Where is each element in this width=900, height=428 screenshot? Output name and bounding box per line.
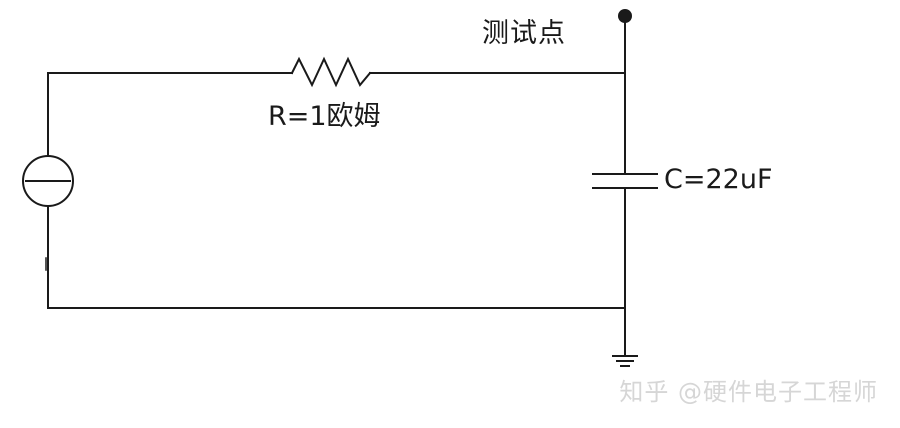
test-point-node	[618, 9, 632, 23]
resistor-label: R=1欧姆	[268, 101, 381, 132]
capacitor-label: C=22uF	[664, 164, 773, 195]
test-point-label: 测试点	[482, 18, 566, 49]
watermark: 知乎 @硬件电子工程师	[619, 378, 878, 406]
resistor-symbol	[290, 56, 372, 88]
